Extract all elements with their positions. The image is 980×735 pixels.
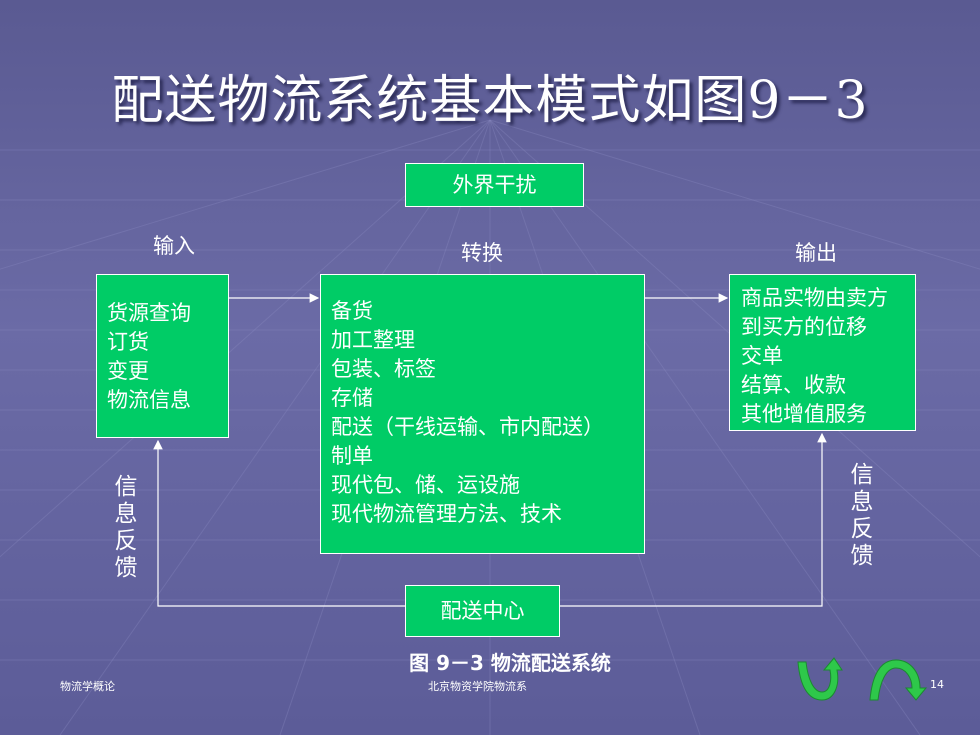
output-item: 到买方的位移	[741, 315, 867, 339]
input-item: 物流信息	[107, 388, 191, 412]
disturbance-label: 外界干扰	[452, 173, 537, 197]
feedback-right-label: 信 息 反 馈	[849, 462, 875, 570]
figure-caption: 图 9－3 物流配送系统	[409, 651, 611, 675]
feedback-char: 馈	[850, 543, 874, 569]
transform-item: 配送（干线运输、市内配送）	[331, 415, 604, 439]
forward-arrow-icon[interactable]	[866, 656, 928, 704]
disturbance-box: 外界干扰	[405, 163, 584, 207]
output-item: 结算、收款	[741, 373, 846, 397]
feedback-char: 反	[850, 516, 874, 542]
feedback-char: 反	[114, 528, 138, 554]
transform-item: 加工整理	[331, 328, 415, 352]
transform-item: 备货	[331, 299, 373, 323]
output-item: 商品实物由卖方	[741, 286, 888, 310]
footer-department: 北京物资学院物流系	[428, 680, 527, 693]
slide-title: 配送物流系统基本模式如图9－3	[111, 71, 869, 131]
output-item: 其他增值服务	[741, 402, 867, 426]
footer-course: 物流学概论	[60, 680, 115, 693]
back-arrow-icon[interactable]	[792, 656, 844, 704]
feedback-char: 息	[114, 501, 138, 527]
transform-item: 现代物流管理方法、技术	[331, 502, 562, 526]
transform-item: 制单	[331, 444, 373, 468]
stage-input-label: 输入	[153, 234, 195, 258]
input-item: 变更	[107, 359, 149, 383]
input-item: 货源查询	[107, 301, 191, 325]
transform-item: 包装、标签	[331, 357, 436, 381]
stage-output-label: 输出	[795, 241, 837, 265]
input-item: 订货	[107, 330, 149, 354]
output-box: 商品实物由卖方 到买方的位移 交单 结算、收款 其他增值服务	[729, 274, 916, 431]
stage-transform-label: 转换	[461, 241, 503, 265]
page-number: 14	[930, 678, 944, 691]
output-item: 交单	[741, 344, 783, 368]
feedback-right-line	[560, 432, 827, 607]
input-box: 货源查询 订货 变更 物流信息	[96, 274, 229, 438]
feedback-char: 馈	[114, 555, 138, 581]
feedback-char: 息	[850, 489, 874, 515]
transform-box: 备货 加工整理 包装、标签 存储 配送（干线运输、市内配送） 制单 现代包、储、…	[320, 274, 645, 554]
distribution-center-box: 配送中心	[405, 585, 560, 637]
transform-item: 存储	[331, 386, 373, 410]
distribution-center-label: 配送中心	[440, 599, 525, 623]
feedback-left-line	[153, 439, 405, 607]
transform-item: 现代包、储、运设施	[331, 473, 520, 497]
feedback-char: 信	[114, 474, 138, 500]
feedback-char: 信	[850, 462, 874, 488]
feedback-left-label: 信 息 反 馈	[113, 474, 139, 582]
